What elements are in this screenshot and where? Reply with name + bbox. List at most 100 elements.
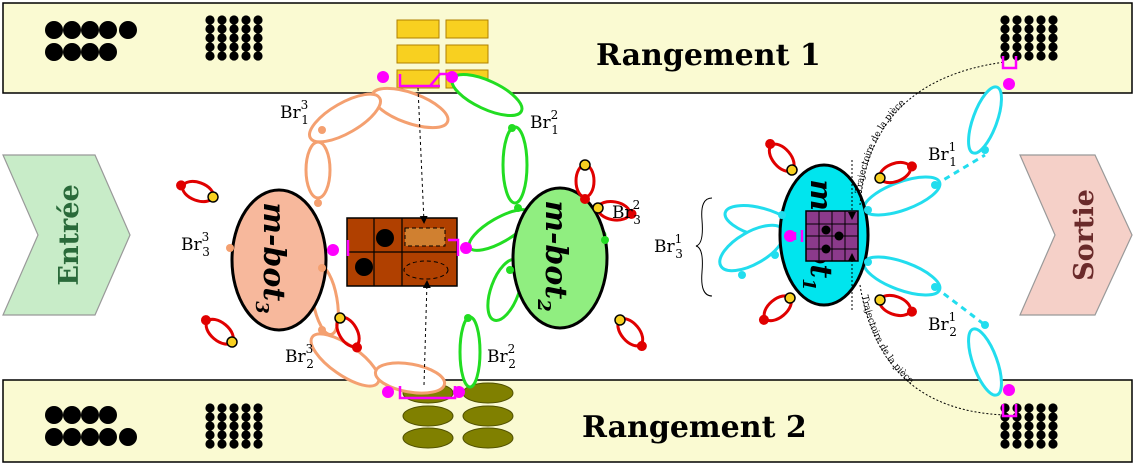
storage-dot: [253, 439, 263, 449]
storage-dot: [119, 21, 137, 39]
storage-dot: [1024, 439, 1034, 449]
joint: [778, 211, 786, 219]
storage-dot: [217, 421, 227, 431]
storage-dot: [253, 33, 263, 43]
robot1-arms: [718, 85, 1003, 397]
svg-text:m-bot2: m-bot2: [533, 200, 573, 312]
storage-dot: [229, 15, 239, 25]
storage-dot: [253, 412, 263, 422]
storage-dot: [63, 21, 81, 39]
robot-2: m-bot2: [511, 186, 609, 330]
storage-dot: [253, 430, 263, 440]
storage-dot: [1000, 439, 1010, 449]
gripper: [874, 293, 917, 318]
storage-dot: [253, 421, 263, 431]
storage-dot: [1000, 42, 1010, 52]
svg-text:m-bot3: m-bot3: [251, 202, 291, 314]
dot-cluster-small: [1000, 403, 1058, 449]
storage-dot: [241, 439, 251, 449]
joint: [601, 236, 609, 244]
robot-3: m-bot3: [230, 188, 328, 332]
storage-dot: [99, 406, 117, 424]
dot-cluster-small: [1000, 15, 1058, 61]
storage-dot: [1048, 33, 1058, 43]
storage-dot: [229, 412, 239, 422]
storage-dot: [229, 421, 239, 431]
gripper: [334, 312, 362, 353]
gripper: [592, 199, 637, 222]
storage-dot: [81, 428, 99, 446]
storage-dot: [1036, 403, 1046, 413]
joint: [318, 264, 326, 272]
storage-dot: [241, 430, 251, 440]
storage-dot: [119, 428, 137, 446]
storage-dot: [253, 24, 263, 34]
storage-dot: [1000, 33, 1010, 43]
storage-dot: [241, 403, 251, 413]
storage-dot: [217, 15, 227, 25]
storage-dot: [1012, 42, 1022, 52]
storage-dot: [1024, 430, 1034, 440]
joint: [784, 230, 796, 242]
work-table: [346, 217, 458, 287]
storage-dot: [205, 51, 215, 61]
storage-dot: [81, 21, 99, 39]
storage-dot: [1048, 439, 1058, 449]
storage-dot: [241, 42, 251, 52]
dot-cluster-small: [205, 15, 263, 61]
storage-dot: [81, 43, 99, 61]
storage-dot: [1012, 24, 1022, 34]
storage-dot: [1048, 430, 1058, 440]
storage-dot: [45, 43, 63, 61]
storage-dot: [241, 51, 251, 61]
storage-dot: [1048, 403, 1058, 413]
gripper: [574, 159, 596, 204]
robot3-name: m-bot: [256, 202, 291, 301]
trajectory-bottom-label: Trajectoire de la pièce: [859, 294, 915, 386]
joint: [514, 204, 522, 212]
joint: [318, 326, 326, 334]
exit-arrow: Sortie: [1019, 154, 1133, 316]
robot2-name: m-bot: [538, 200, 573, 299]
storage-dot: [229, 33, 239, 43]
entry-arrow: Entrée: [2, 154, 131, 316]
storage-dot: [241, 412, 251, 422]
storage-dot: [217, 430, 227, 440]
joint: [864, 206, 872, 214]
robot1-index: 1: [798, 278, 819, 291]
storage-dot: [205, 15, 215, 25]
storage-dot: [217, 42, 227, 52]
joint: [382, 386, 394, 398]
robot3-index: 3: [251, 301, 272, 314]
dot-cluster-small: [205, 403, 263, 449]
storage-dot: [205, 439, 215, 449]
storage-dot: [1048, 51, 1058, 61]
storage-dot: [1000, 24, 1010, 34]
storage-dot: [229, 430, 239, 440]
joint: [738, 271, 746, 279]
storage-dot: [217, 439, 227, 449]
storage-bottom-title: Rangement 2: [582, 410, 807, 445]
storage-dot: [1036, 439, 1046, 449]
joint: [1003, 384, 1015, 396]
storage-dot: [253, 403, 263, 413]
gripper: [874, 160, 917, 185]
storage-dot: [229, 42, 239, 52]
storage-dot: [241, 15, 251, 25]
storage-dot: [99, 428, 117, 446]
joint: [327, 244, 339, 256]
storage-dot: [1012, 15, 1022, 25]
storage-dot: [229, 51, 239, 61]
storage-dot: [1024, 15, 1034, 25]
storage-dot: [1036, 51, 1046, 61]
storage-dot: [205, 430, 215, 440]
storage-dot: [241, 33, 251, 43]
transfer-arrows: [417, 87, 431, 386]
